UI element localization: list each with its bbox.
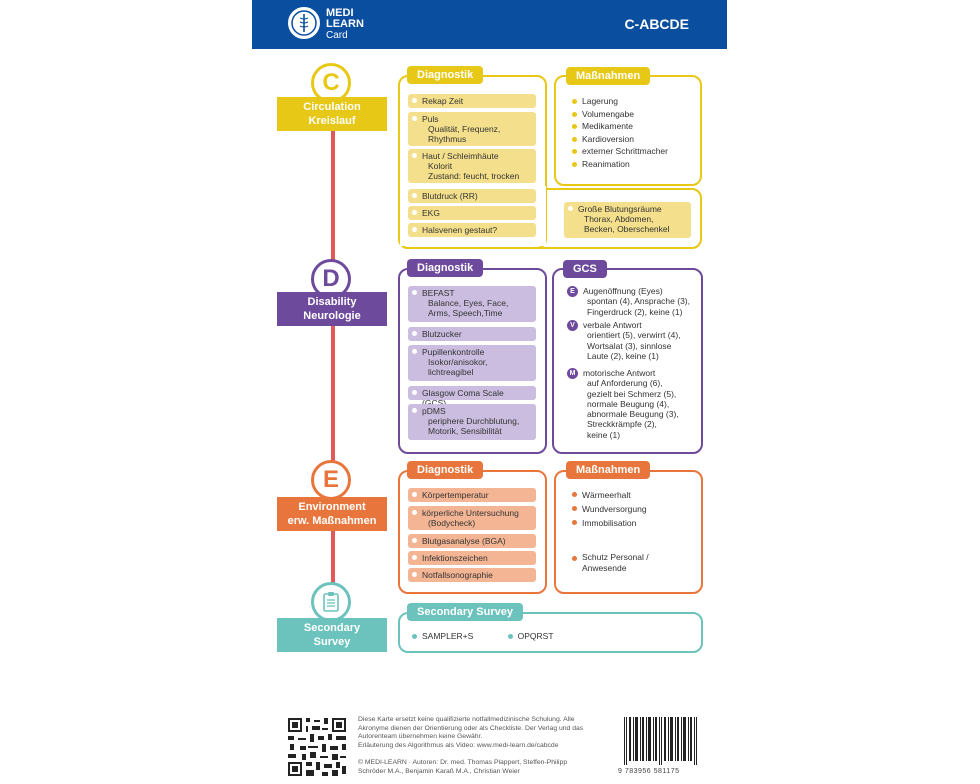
c-item-puls: Puls Qualität, Frequenz,Rhythmus (408, 112, 536, 146)
d-item-befast: BEFAST Balance, Eyes, Face,Arms, Speech,… (408, 286, 536, 322)
c-diagnostik-tag: Diagnostik (407, 66, 484, 84)
gcs-eyes: E Augenöffnung (Eyes) spontan (4), Anspr… (567, 286, 690, 317)
gcs-badge-m: M (567, 368, 578, 379)
c-lower-panel (398, 188, 702, 249)
c-item-rekap: Rekap Zeit (408, 94, 536, 108)
c-blutungsraeume: Große Blutungsräume Thorax, Abdomen,Beck… (564, 202, 691, 238)
header-bar: MEDI LEARN Card C-ABCDE (252, 0, 727, 49)
c-item-blutdruck: Blutdruck (RR) (408, 189, 536, 203)
gcs-badge-e: E (567, 286, 578, 297)
c-item-halsvenen: Halsvenen gestaut? (408, 223, 536, 237)
letter-e-circle: E (311, 460, 351, 500)
e-massnahmen-tag: Maßnahmen (566, 461, 651, 479)
timeline-rail (331, 64, 335, 606)
d-diagnostik-tag: Diagnostik (407, 259, 484, 277)
caduceus-logo-icon (288, 7, 320, 39)
footer-disclaimer: Diese Karte ersetzt keine qualifizierte … (358, 716, 584, 749)
e-schutz: Schutz Personal / Anwesende (570, 552, 649, 574)
c-massnahmen-tag: Maßnahmen (566, 67, 651, 85)
e-item-sonographie: Notfallsonographie (408, 568, 536, 582)
barcode-number: 9 783956 581175 (618, 768, 680, 775)
card-title: C-ABCDE (624, 16, 689, 32)
gcs-motor: M motorische Antwort auf Anforderung (6)… (567, 368, 679, 440)
barcode (624, 717, 699, 765)
e-item-infektion: Infektionszeichen (408, 551, 536, 565)
e-massnahmen-list: Wärmeerhalt Wundversorgung Immobilisatio… (570, 488, 647, 530)
d-item-blutzucker: Blutzucker (408, 327, 536, 341)
e-item-bga: Blutgasanalyse (BGA) (408, 534, 536, 548)
clipboard-icon (311, 582, 351, 622)
c-massnahmen-list: Lagerung Volumengabe Medikamente Kardiov… (570, 95, 668, 170)
d-gcs-panel (552, 268, 703, 454)
logo-text: MEDI LEARN (326, 7, 364, 30)
secondary-survey-panel (398, 612, 703, 653)
d-gcs-tag: GCS (563, 260, 607, 278)
secondary-survey-items: SAMPLER+S OPQRST (410, 630, 554, 643)
e-diagnostik-tag: Diagnostik (407, 461, 484, 479)
e-item-temperatur: Körpertemperatur (408, 488, 536, 502)
d-item-pupillen: Pupillenkontrolle Isokor/anisokor,lichtr… (408, 345, 536, 381)
qr-code (286, 716, 348, 778)
c-item-ekg: EKG (408, 206, 536, 220)
secondary-survey-tag: Secondary Survey (407, 603, 523, 621)
gcs-verbal: V verbale Antwort orientiert (5), verwir… (567, 320, 681, 361)
d-item-gcs: Glasgow Coma Scale (GCS) (408, 386, 536, 408)
footer-authors: © MEDI-LEARN · Autoren: Dr. med. Thomas … (358, 759, 568, 775)
d-item-pdms: pDMS periphere Durchblutung,Motorik, Sen… (408, 404, 536, 440)
e-item-bodycheck: körperliche Untersuchung (Bodycheck) (408, 506, 536, 530)
logo-sub: Card (326, 30, 348, 41)
gcs-badge-v: V (567, 320, 578, 331)
